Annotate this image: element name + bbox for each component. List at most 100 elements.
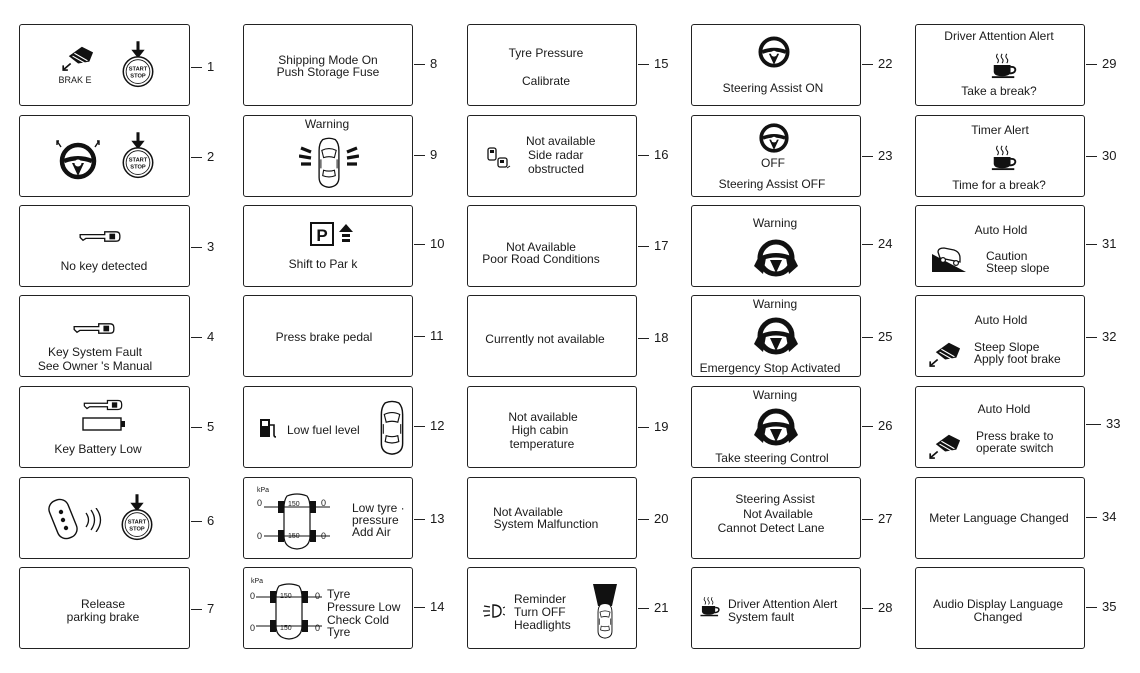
tyre-front-value: 150	[280, 593, 292, 600]
callout-number: 9	[430, 147, 438, 162]
message-line-1: Driver Attention Alert	[728, 597, 838, 611]
message-line-2: Changed	[973, 610, 1023, 624]
message-text: Key Battery Low	[54, 442, 142, 456]
callout-number: 35	[1102, 599, 1117, 614]
message-line-1: Release	[80, 597, 126, 611]
callout-number: 15	[654, 56, 669, 71]
car-top-icon	[377, 399, 407, 457]
warning-title: Warning	[752, 388, 798, 402]
panel-11: Press brake pedal	[243, 295, 413, 377]
panel-32: Auto Hold Steep Slope Apply foot brake	[915, 295, 1085, 377]
callout-number: 3	[207, 239, 215, 254]
message-line-3: Add Air	[352, 525, 391, 539]
panel-17: Not Available Poor Road Conditions	[467, 205, 637, 287]
message-text: Steering Assist OFF	[718, 177, 826, 191]
steering-wheel-icon	[758, 122, 790, 154]
brake-pedal-icon	[61, 43, 99, 71]
panel-8: Shipping Mode On Push Storage Fuse	[243, 24, 413, 106]
coffee-cup-icon	[990, 51, 1018, 79]
callout-number: 18	[654, 330, 669, 345]
auto-hold-title: Auto Hold	[977, 402, 1031, 416]
message-text: Low fuel level	[287, 423, 360, 437]
panel-34: Meter Language Changed	[915, 477, 1085, 559]
callout-number: 24	[878, 236, 893, 251]
panel-29: Driver Attention Alert Take a break?	[915, 24, 1085, 106]
callout-number: 5	[207, 419, 215, 434]
message-line-1: Low tyre ·	[352, 501, 405, 515]
alert-title: Timer Alert	[971, 123, 1029, 137]
message-line-1: Key System Fault	[47, 345, 143, 359]
key-icon	[78, 228, 122, 245]
side-radar-icon	[487, 147, 511, 169]
tyre-fl-value: 0	[250, 591, 256, 601]
callout-number: 7	[207, 601, 215, 616]
panel-4: Key System Fault See Owner 's Manual	[19, 295, 190, 377]
message-text: Take a break?	[961, 84, 1037, 98]
message-text: Currently not available	[485, 332, 605, 346]
callout-number: 21	[654, 600, 669, 615]
message-line-2: Not Available	[743, 507, 813, 521]
panel-6: START STOP	[19, 477, 190, 559]
hands-on-wheel-icon	[751, 405, 801, 449]
message-line-3: temperature	[509, 437, 575, 451]
callout-number: 16	[654, 147, 669, 162]
start-stop-button-icon: START STOP	[118, 492, 156, 542]
svg-text:P: P	[316, 226, 327, 245]
message-line-2: Apply foot brake	[974, 352, 1061, 366]
key-fob-icon	[48, 498, 78, 540]
panel-18: Currently not available	[467, 295, 637, 377]
tyre-fl-value: 0	[257, 498, 263, 508]
callout-number: 14	[430, 599, 445, 614]
callout-number: 31	[1102, 236, 1117, 251]
panel-21: Reminder Turn OFF Headlights	[467, 567, 637, 649]
message-line-3: obstructed	[528, 162, 585, 176]
unit-label: kPa	[251, 578, 264, 585]
callout-number: 22	[878, 56, 893, 71]
message-line-4: Tyre	[327, 625, 351, 639]
callout-number: 12	[430, 418, 445, 433]
panel-2: START STOP	[19, 115, 190, 197]
message-line-1: Not available	[508, 410, 578, 424]
callout-number: 1	[207, 59, 215, 74]
panel-14: kPa 0 0 0 0 150 150 Tyre Pressure Low Ch…	[243, 567, 413, 649]
panel-15: Tyre Pressure Calibrate	[467, 24, 637, 106]
auto-hold-title: Auto Hold	[974, 223, 1028, 237]
callout-number: 29	[1102, 56, 1117, 71]
brake-label: BRAK E	[58, 75, 92, 85]
callout-number: 23	[878, 148, 893, 163]
callout-number: 26	[878, 418, 893, 433]
key-icon	[82, 397, 124, 413]
callout-number: 19	[654, 419, 669, 434]
tyre-rear-value: 150	[288, 533, 300, 540]
message-line-2: Steep slope	[986, 261, 1050, 275]
message-line-1: Reminder	[514, 592, 567, 606]
message-line-2: System Malfunction	[493, 517, 599, 531]
message-line-2: parking brake	[66, 610, 140, 624]
message-line-2: High cabin	[511, 423, 569, 437]
steering-wheel-adjust-icon	[56, 140, 100, 181]
tyre-rr-value: 0	[321, 531, 327, 541]
message-line-1: Tyre Pressure	[508, 46, 584, 60]
message-line-1: Press brake to	[976, 429, 1054, 443]
warning-title: Warning	[752, 297, 798, 311]
message-line-3: Check Cold	[327, 613, 390, 627]
headlight-icon	[483, 604, 505, 618]
callout-number: 6	[207, 513, 215, 528]
panel-24: Warning	[691, 205, 861, 287]
message-text: Emergency Stop Activated	[699, 361, 841, 375]
callout-number: 34	[1102, 509, 1117, 524]
callout-number: 27	[878, 511, 893, 526]
panel-26: Warning Take steering Control	[691, 386, 861, 468]
callout-number: 2	[207, 149, 215, 164]
tyre-rl-value: 0	[250, 623, 256, 633]
panel-9: Warning	[243, 115, 413, 197]
start-stop-button-icon: START STOP	[119, 130, 157, 180]
message-line-2: Pressure Low	[327, 600, 401, 614]
panel-22: Steering Assist ON	[691, 24, 861, 106]
callout-number: 30	[1102, 148, 1117, 163]
message-line-2: System fault	[728, 610, 795, 624]
steering-wheel-icon	[757, 35, 791, 69]
callout-number: 10	[430, 236, 445, 251]
panel-7: Release parking brake	[19, 567, 190, 649]
message-line-1: Steep Slope	[974, 340, 1040, 354]
